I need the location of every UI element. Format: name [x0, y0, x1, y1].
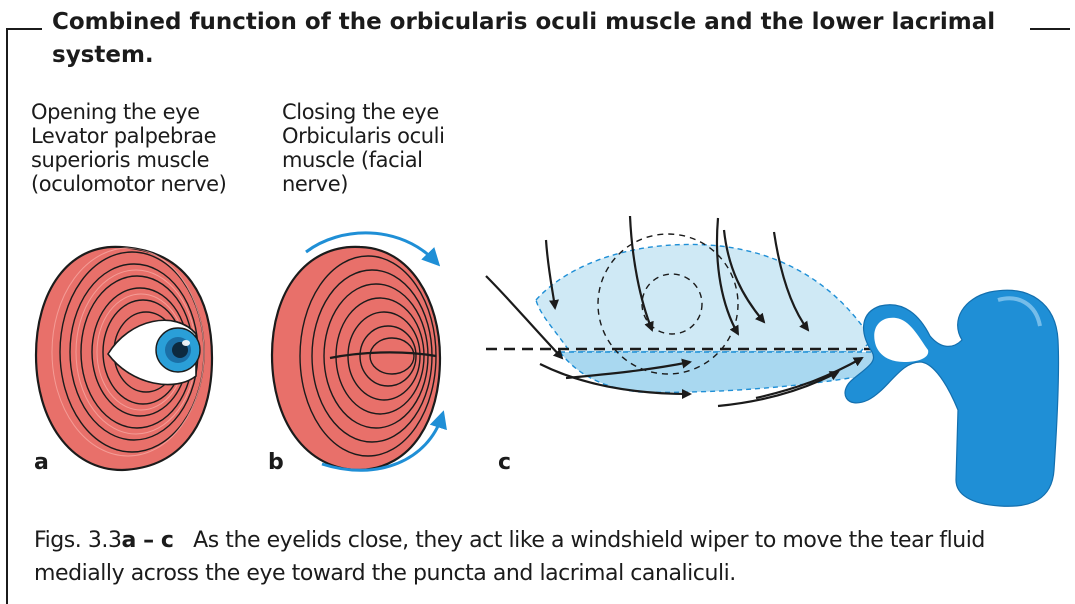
lacrimal-canaliculi-shape — [845, 290, 1059, 506]
panel-letter-a: a — [34, 450, 49, 475]
figure-ids: a – c — [122, 528, 174, 553]
panel-letter-b: b — [268, 450, 284, 475]
panel-letter-c: c — [498, 450, 511, 475]
figure-prefix: Figs. 3.3 — [34, 528, 122, 553]
panel-b-closed-eye-illustration — [272, 233, 442, 470]
figure-number: Figs. 3.3a – c — [34, 528, 174, 553]
panel-a-open-eye-illustration — [36, 247, 212, 470]
caption-text: As the eyelids close, they act like a wi… — [34, 528, 985, 586]
figure-caption: Figs. 3.3a – c As the eyelids close, the… — [34, 524, 1069, 590]
panel-c-tear-flow-illustration — [486, 216, 1059, 506]
